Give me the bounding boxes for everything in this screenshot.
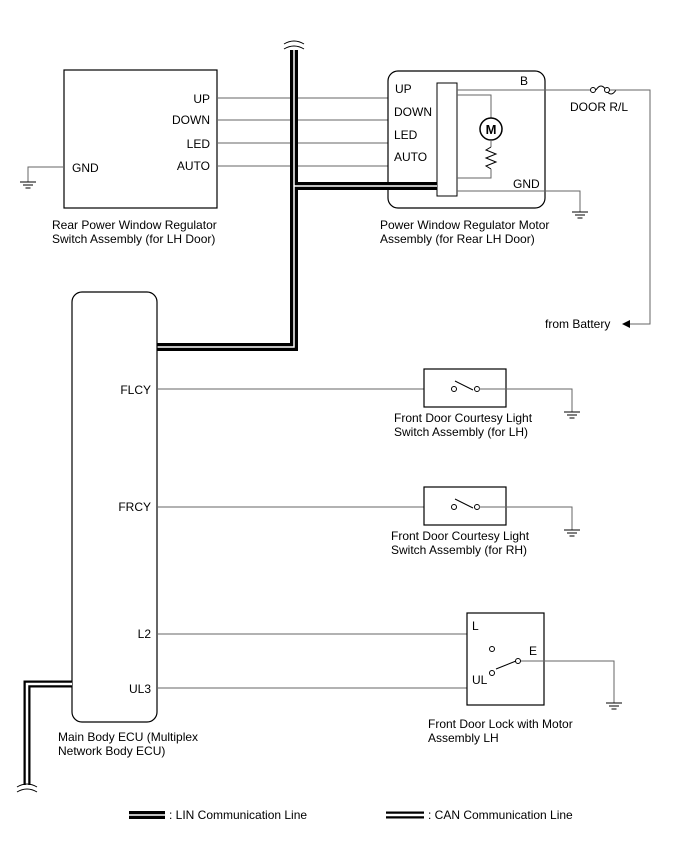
- ecu-name-2: Network Body ECU): [58, 744, 165, 758]
- switch-assembly-name-1: Rear Power Window Regulator: [52, 218, 217, 232]
- main-body-ecu: FLCY FRCY L2 UL3 Main Body ECU (Multiple…: [58, 291, 198, 758]
- lin-legend-label: : LIN Communication Line: [169, 808, 307, 822]
- wire-l2: [157, 633, 493, 646]
- door-lock-name-2: Assembly LH: [428, 731, 499, 745]
- arrow-icon: [622, 320, 630, 328]
- power-window-motor-assembly: B UP DOWN LED AUTO GND M Power Window Re…: [380, 70, 549, 246]
- motor-internal-wire-bottom: [457, 169, 492, 179]
- switch-pin-gnd: GND: [72, 161, 99, 175]
- courtesy-lh-name-2: Switch Assembly (for LH): [394, 425, 528, 439]
- courtesy-lh-ground-wire: [479, 388, 573, 407]
- ecu-pin-frcy: FRCY: [118, 500, 151, 514]
- motor-assembly-box: [387, 70, 546, 209]
- motor-pin-down: DOWN: [394, 105, 432, 119]
- ground-icon: [19, 175, 37, 189]
- door-lock-pin-ul: UL: [472, 673, 488, 687]
- resistor-icon: [484, 146, 498, 170]
- motor-pin-gnd: GND: [513, 177, 540, 191]
- switch-pin-led: LED: [187, 137, 211, 151]
- door-lock-name-1: Front Door Lock with Motor: [428, 717, 573, 731]
- motor-assembly-name-1: Power Window Regulator Motor: [380, 218, 549, 232]
- switch-pin-up: UP: [193, 92, 210, 106]
- ground-icon: [563, 405, 581, 419]
- battery-label: from Battery: [545, 317, 610, 331]
- wire-fuse-to-battery: [610, 89, 651, 325]
- switch-ground-wire: [27, 166, 64, 182]
- courtesy-switch-lh-box: [423, 368, 507, 408]
- ecu-pin-l2: L2: [138, 627, 152, 641]
- ecu-pin-ul3: UL3: [129, 682, 151, 696]
- can-bus-gap: [25, 682, 72, 785]
- break-mark-top: [283, 40, 305, 50]
- switch-assembly-name-2: Switch Assembly (for LH Door): [52, 232, 215, 246]
- fuse-terminal-right: [604, 87, 610, 93]
- switch-pin-auto: AUTO: [177, 159, 210, 173]
- motor-pin-auto: AUTO: [394, 150, 427, 164]
- rear-power-window-switch-assembly: UP DOWN LED AUTO GND Rear Power Window R…: [52, 69, 218, 246]
- switch-lever-icon: [454, 380, 474, 391]
- door-lock-box: [466, 612, 545, 706]
- lock-contact-icon: [515, 658, 521, 664]
- switch-contact-icon: [451, 386, 457, 392]
- door-lock-pin-e: E: [529, 644, 537, 658]
- motor-assembly-name-2: Assembly (for Rear LH Door): [380, 232, 535, 246]
- courtesy-lh-name-1: Front Door Courtesy Light: [394, 411, 533, 425]
- switch-lever-icon: [454, 498, 474, 509]
- switch-contact-icon: [474, 504, 480, 510]
- wire-ul3: [157, 676, 493, 689]
- ecu-name-1: Main Body ECU (Multiplex: [58, 730, 198, 744]
- courtesy-switch-rh: Front Door Courtesy Light Switch Assembl…: [391, 486, 530, 557]
- courtesy-rh-name-2: Switch Assembly (for RH): [391, 543, 527, 557]
- lock-switch-lever-icon: [495, 660, 517, 670]
- switch-contact-icon: [474, 386, 480, 392]
- door-lock-pin-l: L: [472, 619, 479, 633]
- fuse-label: DOOR R/L: [570, 100, 628, 114]
- switch-pin-down: DOWN: [172, 113, 210, 127]
- break-mark-bottom: [16, 783, 38, 793]
- motor-pin-b: B: [520, 74, 528, 88]
- ground-icon: [605, 696, 623, 710]
- legend: : LIN Communication Line : CAN Communica…: [129, 808, 573, 822]
- lock-contact-icon: [489, 646, 495, 652]
- courtesy-switch-rh-box: [423, 486, 507, 526]
- lin-bus-inner: [157, 50, 437, 348]
- motor-symbol: M: [486, 122, 497, 137]
- lock-contact-icon: [489, 670, 495, 676]
- motor-internal-wire-top: [457, 94, 492, 118]
- switch-contact-icon: [451, 504, 457, 510]
- lin-bus: [157, 50, 437, 351]
- switch-assembly-box: [63, 69, 218, 209]
- ground-icon: [571, 205, 589, 219]
- motor-ground-wire: [545, 190, 581, 207]
- fuse-terminal-left: [590, 87, 596, 93]
- courtesy-switch-lh: Front Door Courtesy Light Switch Assembl…: [394, 368, 533, 439]
- motor-pin-led: LED: [394, 128, 418, 142]
- courtesy-rh-name-1: Front Door Courtesy Light: [391, 529, 530, 543]
- motor-connector-block: [436, 82, 458, 197]
- door-lock-ground-wire: [521, 660, 615, 698]
- can-legend-label: : CAN Communication Line: [428, 808, 573, 822]
- ground-icon: [563, 523, 581, 537]
- ecu-pin-flcy: FLCY: [120, 383, 151, 397]
- courtesy-rh-ground-wire: [479, 506, 573, 525]
- motor-pin-up: UP: [395, 82, 412, 96]
- door-lock-assembly: L UL E Front Door Lock with Motor Assemb…: [428, 612, 573, 745]
